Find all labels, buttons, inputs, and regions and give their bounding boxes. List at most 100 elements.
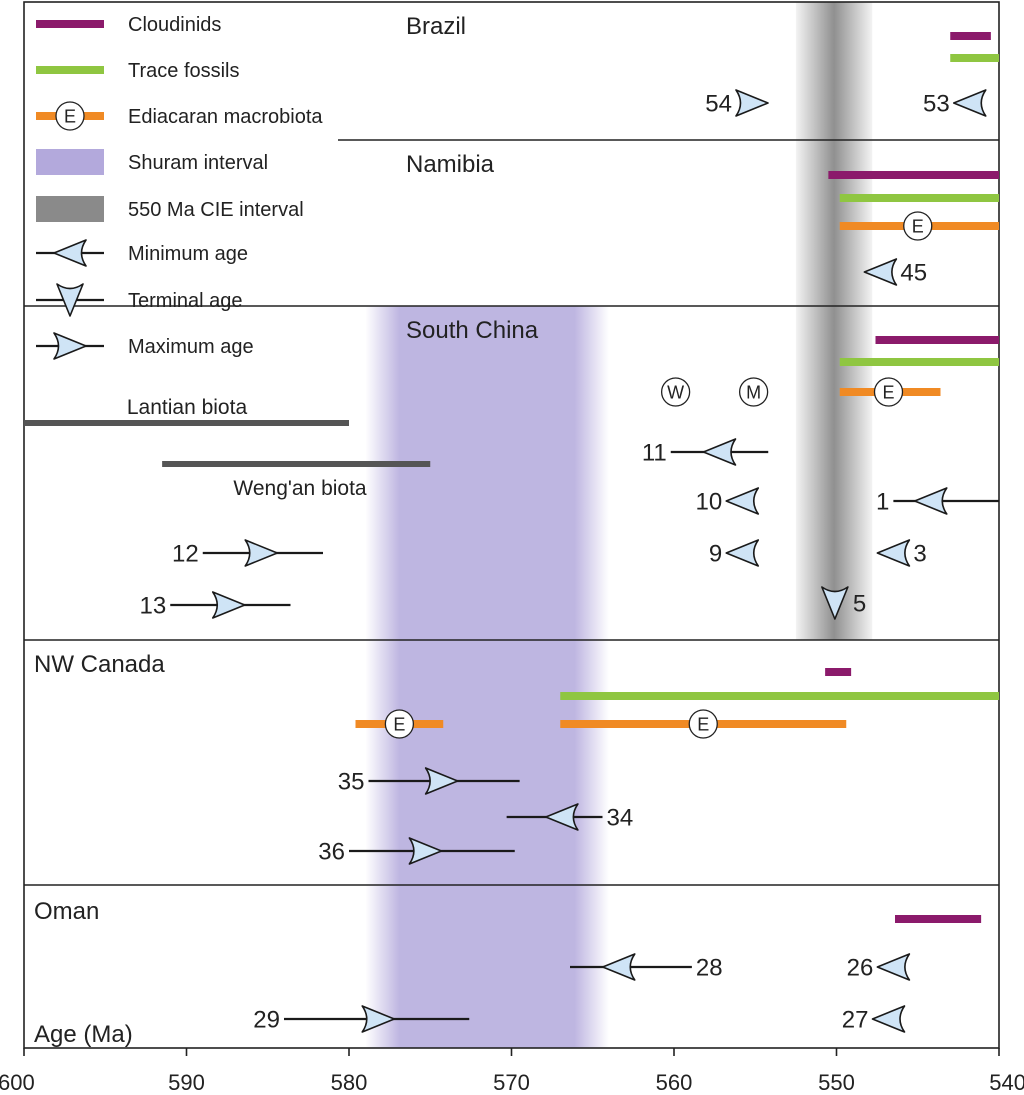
marker-13: 13 (140, 591, 291, 620)
biota-label: Lantian biota (127, 396, 248, 419)
badge-letter: E (64, 107, 76, 127)
max-age-marker (408, 837, 443, 865)
legend-swatch (36, 149, 104, 175)
min-age-marker (863, 258, 898, 286)
legend-item-cloudinids: Cloudinids (36, 14, 221, 36)
region-title: Brazil (406, 13, 466, 40)
legend-swatch (36, 196, 104, 222)
marker-label: 3 (913, 541, 926, 568)
max-age-marker (361, 1005, 396, 1033)
marker-label: 29 (253, 1007, 280, 1034)
x-tick-label: 560 (656, 1070, 693, 1095)
min-age-marker (725, 539, 760, 567)
marker-9: 9 (709, 539, 760, 568)
marker-35: 35 (338, 767, 520, 796)
x-tick-label: 590 (168, 1070, 205, 1095)
circle-badge (660, 377, 691, 407)
cie-interval-band (795, 2, 873, 640)
badge-letter: M (746, 383, 761, 403)
region-title: Namibia (406, 151, 495, 178)
marker-28: 28 (570, 953, 723, 982)
legend-item-cie: 550 Ma CIE interval (36, 196, 304, 222)
marker-26: 26 (847, 953, 911, 982)
min-age-marker (876, 953, 911, 981)
legend-item-shuram: Shuram interval (36, 149, 268, 175)
marker-label: 28 (696, 955, 723, 982)
circle-badge (873, 377, 904, 407)
legend-item-macro: E Ediacaran macrobiota (36, 101, 323, 131)
marker-5: 5 (821, 586, 866, 620)
x-tick-label: 600 (0, 1070, 35, 1095)
x-axis-label: Age (Ma) (34, 1021, 133, 1048)
marker-12: 12 (172, 539, 323, 568)
badge-letter: E (912, 217, 924, 237)
min-age-marker (952, 89, 987, 117)
legend-item-term: Terminal age (36, 283, 243, 317)
region-title: South China (406, 317, 539, 344)
legend-label: Cloudinids (128, 14, 221, 36)
marker-11: 11 (642, 438, 769, 467)
marker-45: 45 (863, 258, 927, 287)
min-age-marker (702, 438, 737, 466)
circle-badge (738, 377, 769, 407)
marker-label: 35 (338, 769, 365, 796)
legend-label: Terminal age (128, 290, 243, 312)
min-age-marker (601, 953, 636, 981)
marker-label: 27 (842, 1007, 869, 1034)
marker-label: 34 (607, 805, 634, 832)
legend-label: Minimum age (128, 243, 248, 265)
marker-label: 1 (876, 489, 889, 516)
legend-label: Maximum age (128, 336, 254, 358)
x-tick-label: 570 (493, 1070, 530, 1095)
marker-34: 34 (506, 803, 634, 832)
marker-54: 54 (705, 89, 769, 118)
marker-label: 54 (705, 91, 732, 118)
legend-item-min: Minimum age (36, 239, 248, 267)
min-age-marker (913, 487, 948, 515)
badge-letter: E (697, 715, 709, 735)
marker-label: 36 (318, 839, 345, 866)
marker-53: 53 (923, 89, 987, 118)
circle-badge (688, 709, 718, 739)
marker-label: 45 (900, 260, 927, 287)
marker-label: 10 (696, 489, 723, 516)
biota-label: Weng'an biota (233, 477, 367, 500)
legend-item-trace: Trace fossils (36, 60, 240, 82)
max-age-marker (211, 591, 246, 619)
marker-label: 11 (642, 440, 667, 467)
region-brazil: Brazil 54 53 (406, 13, 999, 118)
circle-badge (55, 101, 85, 131)
max-age-marker (244, 539, 279, 567)
legend-label: Trace fossils (128, 60, 240, 82)
max-age-marker (424, 767, 459, 795)
marker-label: 12 (172, 541, 199, 568)
marker-3: 3 (876, 539, 927, 568)
badge-letter: W (667, 383, 684, 403)
region-title: NW Canada (34, 651, 165, 678)
max-age-marker (735, 89, 769, 117)
x-tick-label: 580 (331, 1070, 368, 1095)
badge-letter: E (393, 715, 405, 735)
marker-label: 53 (923, 91, 950, 118)
marker-label: 5 (853, 591, 866, 618)
term-age-marker (821, 586, 849, 620)
shuram-interval-band (365, 306, 609, 1048)
legend-label: Ediacaran macrobiota (128, 106, 323, 128)
min-age-marker (545, 803, 579, 831)
legend-item-max: Maximum age (36, 332, 254, 360)
legend-label: 550 Ma CIE interval (128, 199, 304, 221)
marker-36: 36 (318, 837, 515, 866)
marker-1: 1 (876, 487, 999, 516)
min-age-marker (871, 1005, 906, 1033)
min-age-marker (876, 539, 911, 567)
badge-letter: E (882, 383, 894, 403)
x-tick-label: 540 (989, 1070, 1024, 1095)
marker-label: 26 (847, 955, 874, 982)
marker-27: 27 (842, 1005, 906, 1034)
max-age-marker (53, 332, 87, 360)
